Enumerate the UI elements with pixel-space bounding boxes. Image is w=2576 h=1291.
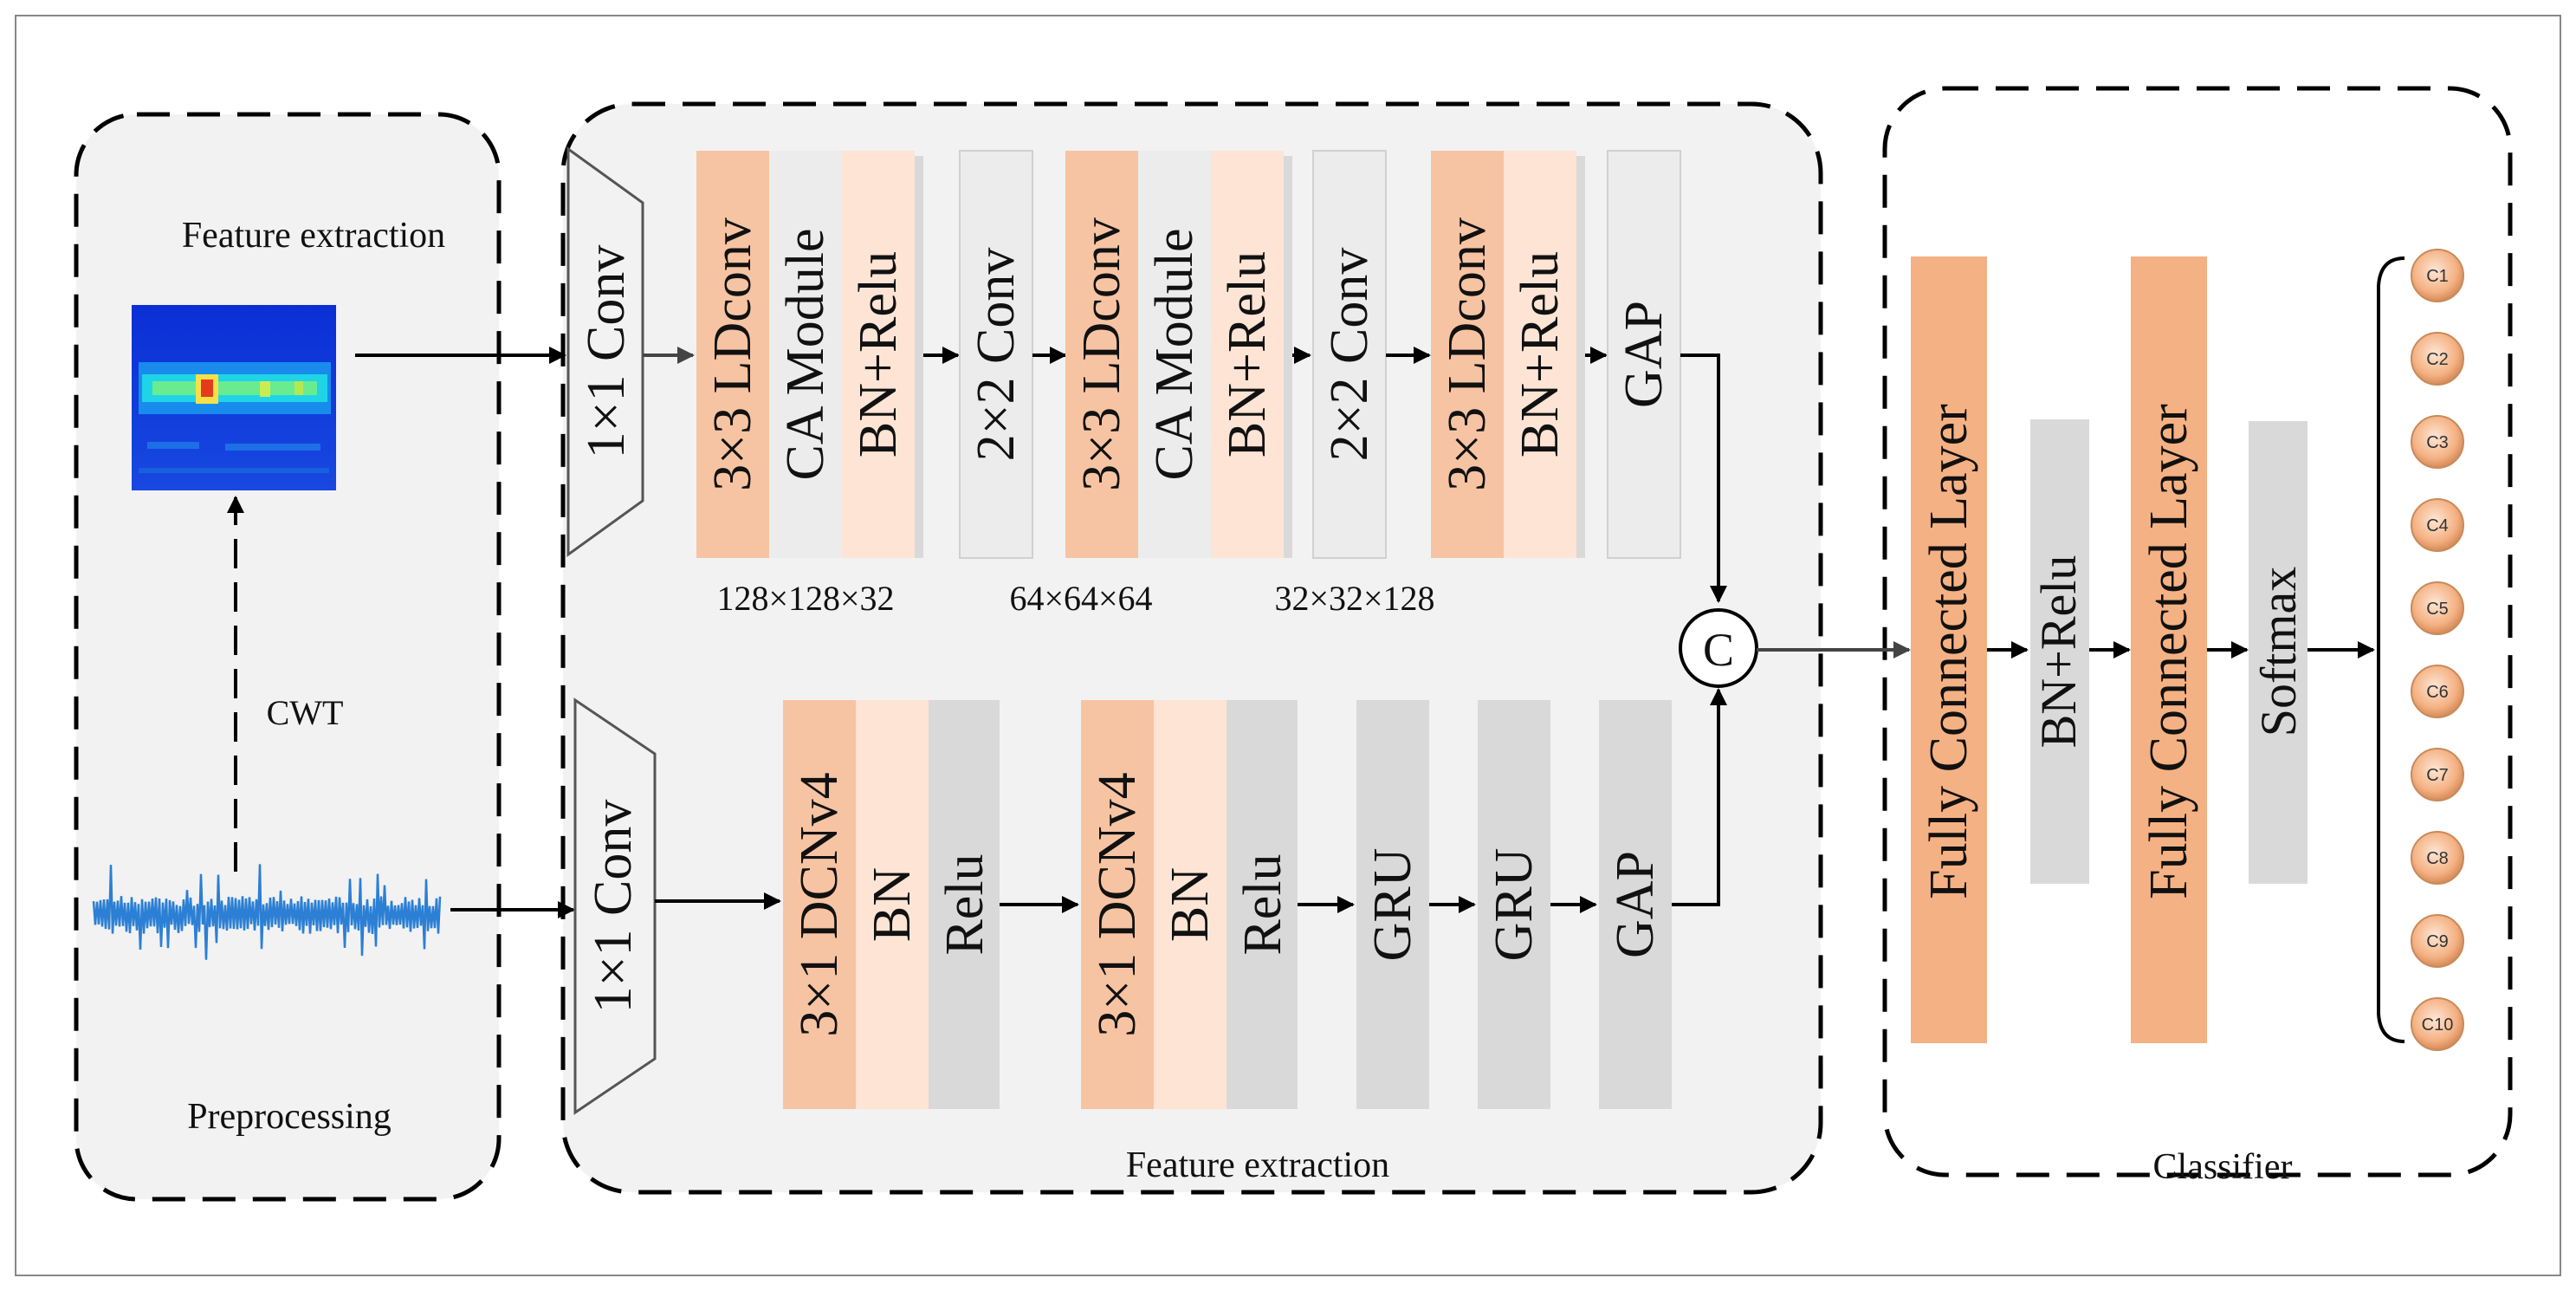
preprocessing-title-bottom: Preprocessing [187, 1097, 392, 1137]
bottom-input-conv-label: 1×1 Conv [584, 800, 643, 1014]
classifier-layer-2: BN+Relu [2030, 555, 2087, 749]
bottom-block-5-layer-1: GAP [1606, 851, 1665, 958]
top-block-2: 2×2 Conv [959, 150, 1033, 559]
top-block-3-layer-1: 3×3 LDconv [1072, 217, 1131, 491]
top-dim-3: 32×32×128 [1274, 579, 1434, 618]
concat-node: C [1679, 608, 1758, 688]
classifier-fc-layer-2: Fully Connected Layer [2131, 256, 2207, 1043]
top-dim-2: 64×64×64 [1009, 579, 1152, 618]
top-block-5-layer-2: BN+Relu [1511, 251, 1570, 457]
class-node-4: C4 [2411, 498, 2464, 552]
class-node-1: C1 [2411, 249, 2464, 302]
class-node-9: C9 [2411, 914, 2464, 968]
class-node-label: C3 [2426, 433, 2449, 452]
top-block-4: 2×2 Conv [1312, 150, 1387, 559]
bottom-block-1-layer-1: 3×1 DCNv4 [790, 772, 849, 1036]
class-node-label: C8 [2426, 849, 2449, 868]
raw-signal-waveform [92, 864, 442, 960]
bottom-block-2-layer-3: Relu [1233, 853, 1292, 955]
top-block-6-gap: GAP [1607, 150, 1681, 559]
bottom-block-1: 3×1 DCNv4 BN Relu [783, 700, 1000, 1109]
preprocessing-panel [74, 112, 502, 1202]
classifier-fc-layer-1: Fully Connected Layer [1911, 256, 1987, 1043]
class-node-label: C9 [2426, 932, 2449, 951]
class-node-label: C6 [2426, 683, 2449, 702]
classifier-bn-relu: BN+Relu [2030, 419, 2089, 884]
output-bracket [2377, 256, 2405, 1043]
bottom-block-4-layer-1: GRU [1485, 848, 1544, 962]
class-node-8: C8 [2411, 831, 2464, 885]
top-block-1-layer-1: 3×3 LDconv [703, 217, 762, 491]
classifier-layer-1: Fully Connected Layer [1919, 404, 1978, 899]
top-block-3-layer-3: BN+Relu [1218, 251, 1277, 457]
feature-extraction-caption: Feature extraction [1126, 1145, 1389, 1185]
bottom-block-2-layer-1: 3×1 DCNv4 [1088, 772, 1147, 1036]
bottom-block-3-layer-1: GRU [1363, 848, 1422, 962]
top-block-3-layer-2: CA Module [1145, 228, 1204, 480]
preprocessing-title-top: Feature extraction [182, 216, 445, 256]
bottom-block-1-layer-2: BN [863, 867, 922, 942]
bottom-block-2-layer-2: BN [1161, 867, 1220, 942]
classifier-softmax: Softmax [2249, 421, 2307, 884]
class-node-label: C2 [2426, 350, 2449, 369]
bottom-block-2: 3×1 DCNv4 BN Relu [1081, 700, 1298, 1109]
top-block-1: 3×3 LDconv CA Module BN+Relu [696, 151, 923, 558]
class-node-3: C3 [2411, 415, 2464, 469]
bottom-input-conv: 1×1 Conv [573, 697, 657, 1115]
top-gap-to-concat-arrow [1680, 354, 1727, 603]
bottom-block-4-gru: GRU [1478, 700, 1550, 1109]
bottom-block-5-gap: GAP [1599, 700, 1672, 1109]
cwt-spectrogram-image [132, 305, 336, 490]
class-node-label: C10 [2422, 1015, 2454, 1035]
top-block-5-layer-1: 3×3 LDconv [1438, 217, 1497, 491]
class-node-5: C5 [2411, 581, 2464, 635]
top-dim-1: 128×128×32 [716, 579, 894, 618]
class-node-label: C1 [2426, 267, 2449, 286]
bottom-block-1-layer-3: Relu [935, 853, 994, 955]
top-block-1-layer-2: CA Module [776, 228, 835, 480]
concat-symbol: C [1703, 624, 1734, 676]
class-node-7: C7 [2411, 748, 2464, 801]
class-node-10: C10 [2411, 997, 2464, 1051]
top-block-6-layer-1: GAP [1615, 301, 1673, 408]
classifier-layer-4: Softmax [2250, 567, 2307, 737]
top-block-4-layer-1: 2×2 Conv [1320, 248, 1379, 462]
class-node-label: C5 [2426, 600, 2449, 619]
class-node-label: C7 [2426, 766, 2449, 785]
class-node-label: C4 [2426, 516, 2449, 535]
bottom-gap-to-concat-arrow [1672, 688, 1727, 906]
top-input-conv-label: 1×1 Conv [577, 245, 636, 459]
bottom-block-3-gru: GRU [1356, 700, 1429, 1109]
top-block-1-layer-3: BN+Relu [849, 251, 908, 457]
classifier-layer-3: Fully Connected Layer [2139, 404, 2198, 899]
cwt-label: CWT [267, 693, 344, 732]
class-node-2: C2 [2411, 332, 2464, 386]
classifier-caption: Classifier [2153, 1147, 2293, 1187]
top-block-5: 3×3 LDconv BN+Relu [1431, 151, 1585, 558]
top-block-2-layer-1: 2×2 Conv [967, 248, 1026, 462]
top-block-3: 3×3 LDconv CA Module BN+Relu [1065, 151, 1292, 558]
top-input-conv: 1×1 Conv [566, 146, 644, 557]
class-node-6: C6 [2411, 665, 2464, 718]
